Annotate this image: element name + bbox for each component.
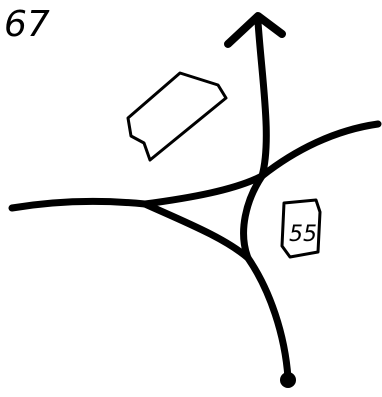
figure-number: 67 — [4, 4, 50, 45]
origin-dot — [280, 372, 296, 388]
road-lower-branch — [145, 204, 288, 378]
speed-sign-label: 55 — [289, 222, 317, 247]
road-north — [244, 22, 267, 258]
empty-outline-shape — [128, 73, 226, 160]
north-arrow-icon — [228, 16, 282, 44]
road-west — [12, 201, 145, 208]
